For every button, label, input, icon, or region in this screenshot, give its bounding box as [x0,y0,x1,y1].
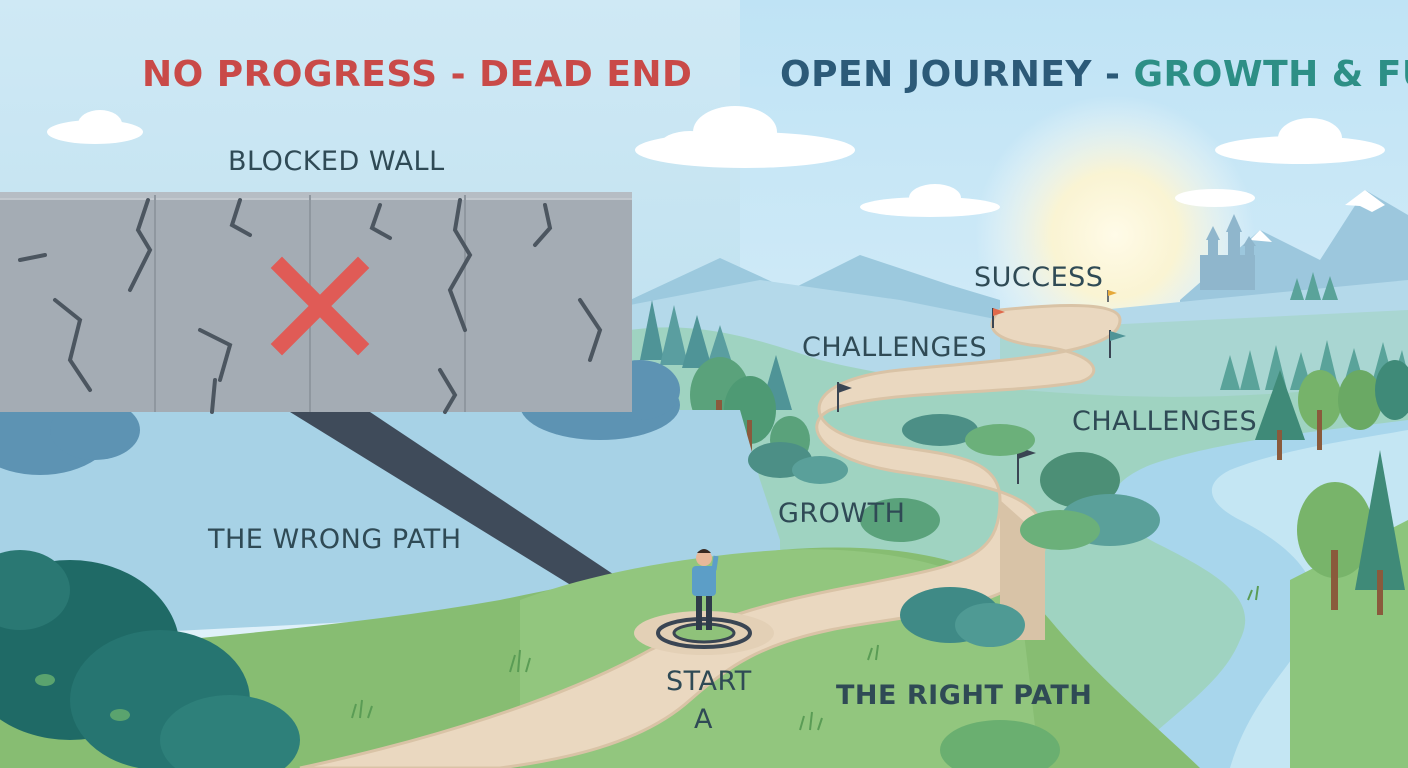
trees-right [1255,360,1408,768]
bush-foreground-left [0,550,300,768]
person-icon [692,549,719,630]
challenges-label-left: CHALLENGES [802,332,988,363]
open-journey-title-part1: OPEN JOURNEY - [780,54,1134,95]
start-circle [634,611,774,655]
start-marker-label: A [694,704,713,735]
dead-end-title: NO PROGRESS - DEAD END [142,54,693,95]
grass-tufts [351,585,1259,731]
bushes-green [748,414,1160,768]
castle-icon [1200,214,1256,290]
success-label: SUCCESS [974,262,1104,293]
challenges-label-right: CHALLENGES [1072,406,1258,437]
right-path-label: THE RIGHT PATH [836,680,1093,711]
wrong-path-label: THE WRONG PATH [208,524,462,555]
open-journey-title-part2: GROWTH & FUTURE [1133,54,1408,95]
blocked-wall-label: BLOCKED WALL [228,146,445,177]
open-journey-title: OPEN JOURNEY - GROWTH & FUTURE [780,54,1408,95]
growth-label: GROWTH [778,498,906,529]
start-label: START [666,666,752,697]
x-mark-icon [270,256,370,356]
